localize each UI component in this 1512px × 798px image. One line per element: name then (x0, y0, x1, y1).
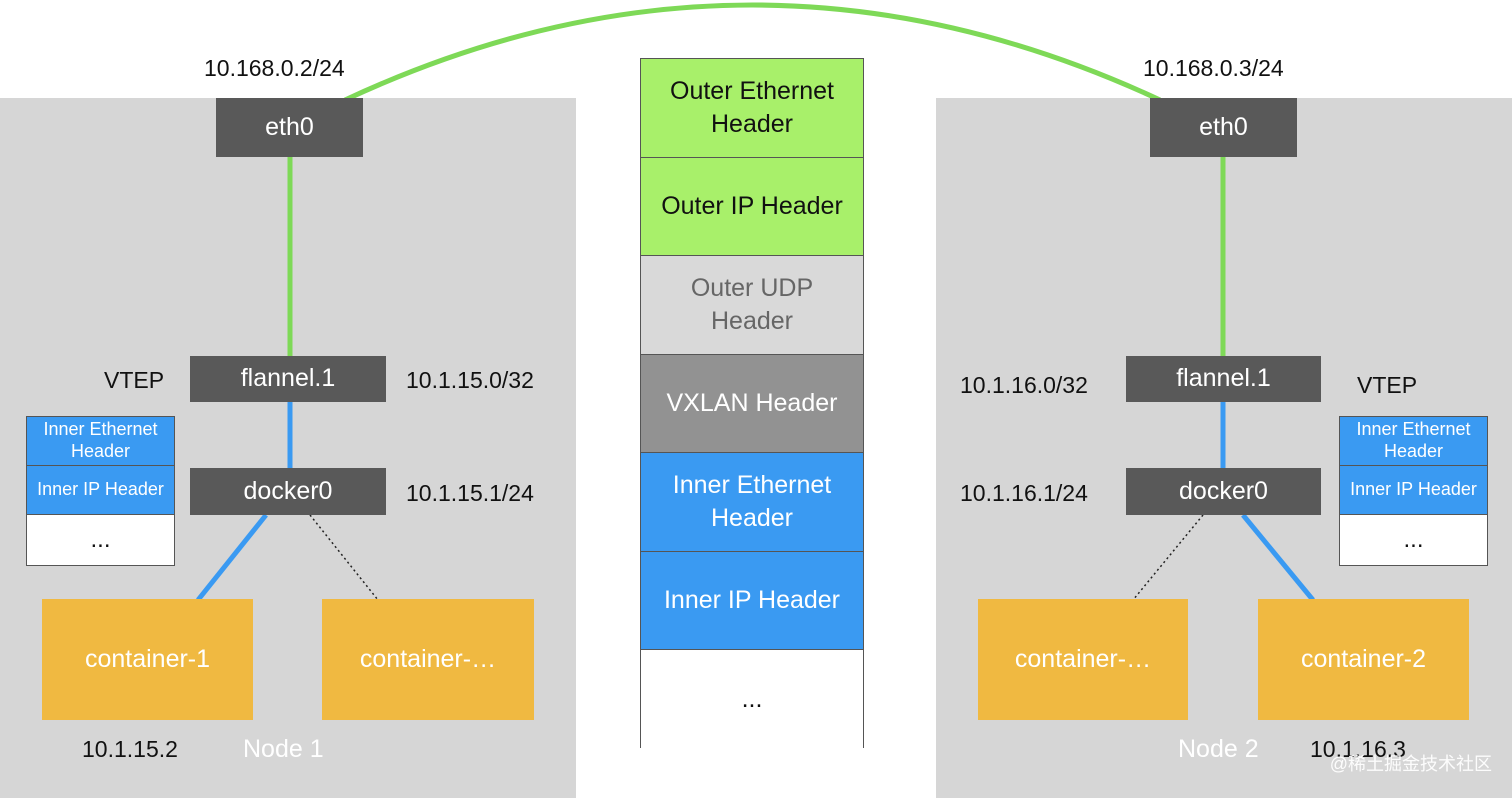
node1-eth0-device: eth0 (216, 98, 363, 157)
node1-label: Node 1 (243, 735, 324, 763)
node1-container-1: container-1 (42, 599, 253, 720)
node1-docker0-ip: 10.1.15.1/24 (406, 480, 534, 506)
node1-container-1-ip: 10.1.15.2 (82, 736, 178, 762)
packet-segment-6: ... (641, 650, 863, 749)
node1-container-other: container-… (322, 599, 534, 720)
packet-segment-1: Outer IP Header (641, 157, 863, 256)
eth0-tunnel-link (343, 2, 1162, 103)
node2-inner-ethernet-header: Inner Ethernet Header (1340, 417, 1487, 466)
node2-inner-ellipsis: ... (1340, 515, 1487, 565)
node1-eth0-ip: 10.168.0.2/24 (204, 55, 345, 81)
node2-vtep-label: VTEP (1357, 372, 1418, 398)
node2-docker0-ip: 10.1.16.1/24 (960, 480, 1088, 506)
node1-inner-ellipsis: ... (27, 515, 174, 565)
node2-eth0-device: eth0 (1150, 98, 1297, 157)
packet-segment-0: Outer Ethernet Header (641, 59, 863, 158)
node2-container-other: container-… (978, 599, 1188, 720)
node2-eth0-ip: 10.168.0.3/24 (1143, 55, 1284, 81)
node1-flannel-ip: 10.1.15.0/32 (406, 367, 534, 393)
packet-segment-3: VXLAN Header (641, 354, 863, 453)
node2-container-2-ip: 10.1.16.3 (1310, 736, 1406, 762)
packet-segment-5: Inner IP Header (641, 551, 863, 650)
node2-flannel-ip: 10.1.16.0/32 (960, 372, 1088, 398)
node1-inner-ethernet-header: Inner Ethernet Header (27, 417, 174, 466)
node2-docker0-device: docker0 (1126, 468, 1321, 515)
node1-flannel-device: flannel.1 (190, 356, 386, 402)
node2-docker-container-other-link (1132, 514, 1204, 601)
node2-inner-ip-header: Inner IP Header (1340, 466, 1487, 515)
node2-container-2: container-2 (1258, 599, 1469, 720)
node2-label: Node 2 (1178, 735, 1259, 763)
node2-flannel-device: flannel.1 (1126, 356, 1321, 402)
node1-docker-container-other-link (309, 514, 379, 601)
node1-inner-ip-header: Inner IP Header (27, 466, 174, 515)
node2-docker-container2-link (1241, 513, 1315, 602)
node2-inner-stack: Inner Ethernet Header Inner IP Header ..… (1339, 416, 1488, 566)
packet-segment-4: Inner Ethernet Header (641, 453, 863, 552)
node1-inner-stack: Inner Ethernet Header Inner IP Header ..… (26, 416, 175, 566)
watermark: @稀土掘金技术社区 (1329, 754, 1492, 774)
node1-docker0-device: docker0 (190, 468, 386, 515)
node1-vtep-label: VTEP (104, 367, 165, 393)
node1-docker-container1-link (196, 513, 268, 602)
packet-segment-2: Outer UDP Header (641, 256, 863, 355)
